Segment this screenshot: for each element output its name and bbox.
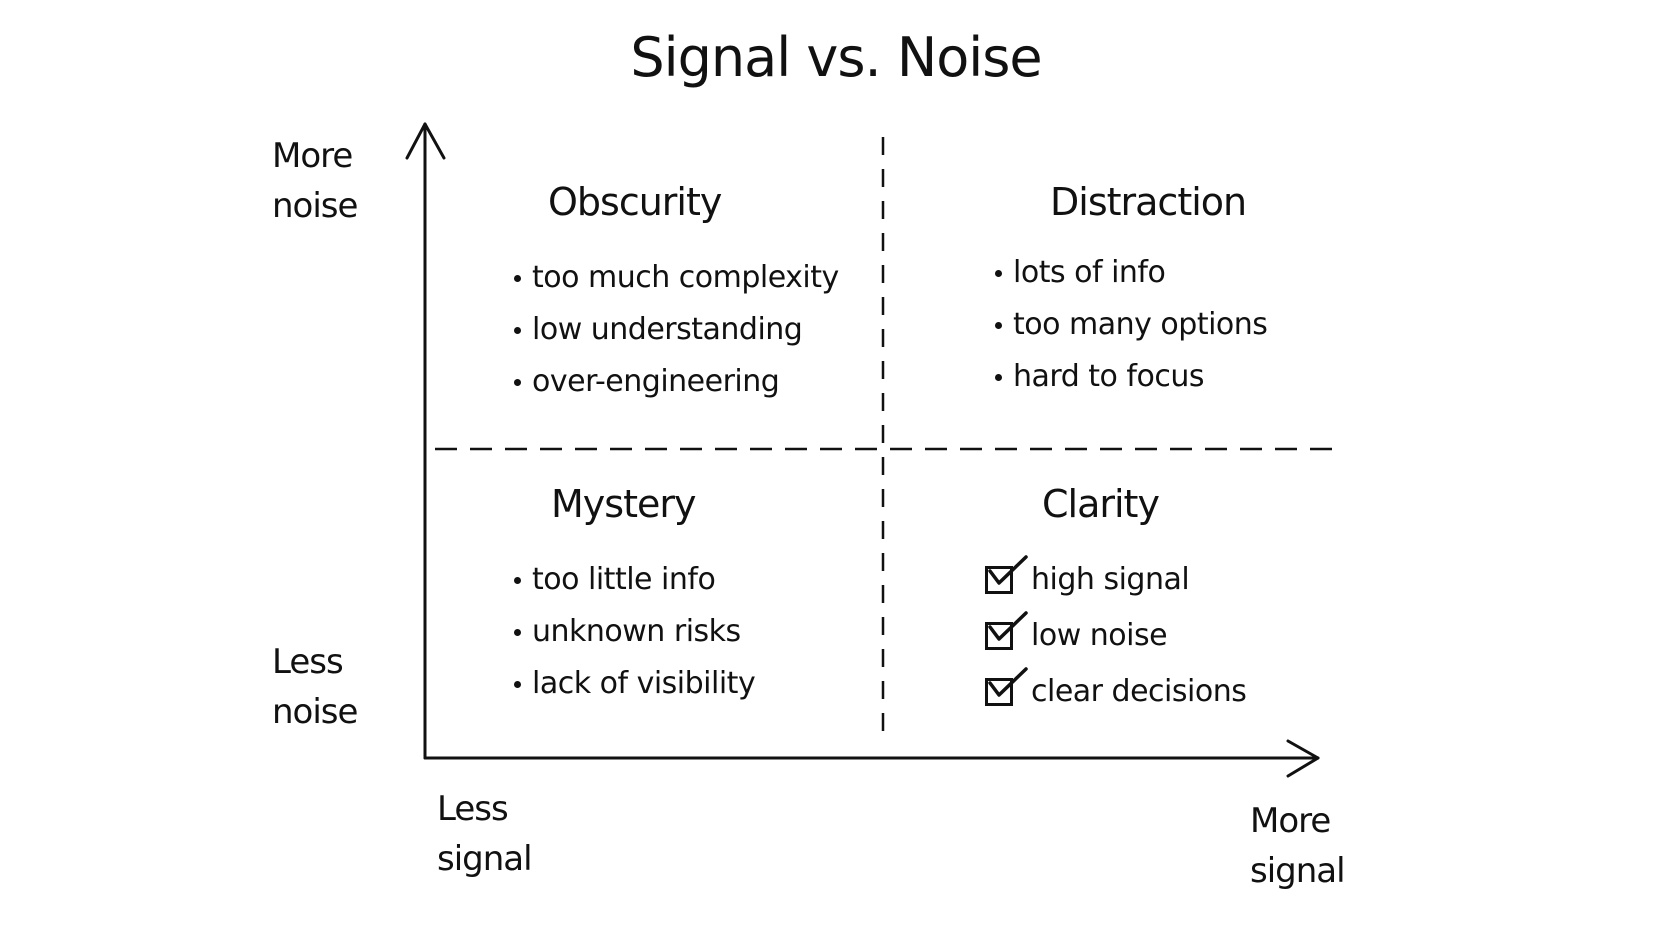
x-axis-left-label: Less signal (437, 784, 533, 884)
y-axis-top-label: More noise (272, 131, 358, 231)
bullet-dot-icon (514, 576, 521, 584)
bullet-dot-icon (514, 326, 521, 334)
x-axis-right-label-line-1: More (1250, 801, 1331, 841)
list-item: unknown risks (514, 606, 755, 658)
x-axis-left-label-line-1: Less (437, 789, 509, 829)
y-axis-top-label-line-2: noise (272, 186, 358, 226)
checklist-item: low noise (985, 608, 1246, 664)
list-item: lots of info (995, 247, 1267, 299)
quadrant-list-mystery: too little info unknown risks lack of vi… (514, 554, 756, 710)
list-item-label: lack of visibility (532, 666, 756, 701)
checkbox-checked-icon (985, 611, 1028, 650)
checklist-item-label: high signal (1031, 562, 1190, 597)
checklist-item-label: clear decisions (1031, 674, 1247, 709)
diagram-title: Signal vs. Noise (630, 26, 1042, 89)
checkmark-icon (988, 555, 1028, 585)
checklist-item-label: low noise (1031, 618, 1168, 653)
list-item: low understanding (514, 304, 839, 356)
list-item: lack of visibility (514, 658, 756, 710)
bullet-dot-icon (995, 321, 1002, 329)
list-item-label: lots of info (1013, 255, 1166, 290)
list-item-label: too many options (1013, 307, 1268, 342)
bullet-dot-icon (514, 274, 521, 282)
quadrant-title-obscurity: Obscurity (548, 180, 722, 224)
list-item: over-engineering (514, 356, 839, 408)
quadrant-title-clarity: Clarity (1042, 482, 1160, 526)
bullet-dot-icon (995, 373, 1002, 381)
y-axis-bottom-label: Less noise (272, 637, 358, 737)
checkbox-checked-icon (985, 667, 1028, 706)
list-item-label: hard to focus (1013, 359, 1205, 394)
y-axis-bottom-label-line-2: noise (272, 692, 358, 732)
list-item: too much complexity (514, 252, 839, 304)
list-item-label: unknown risks (532, 614, 741, 649)
x-axis-left-label-line-2: signal (437, 839, 533, 879)
x-axis-right-label: More signal (1250, 796, 1346, 896)
y-axis-bottom-label-line-1: Less (272, 642, 344, 682)
list-item-label: too much complexity (532, 260, 839, 295)
quadrant-list-clarity: high signal low noise clear decisions (985, 552, 1247, 720)
checkmark-icon (988, 667, 1028, 697)
checkbox-checked-icon (985, 555, 1028, 594)
list-item-label: too little info (532, 562, 716, 597)
x-axis-arrow-icon (1286, 739, 1320, 778)
quadrant-title-distraction: Distraction (1050, 180, 1247, 224)
list-item: hard to focus (995, 351, 1267, 403)
quadrant-list-distraction: lots of info too many options hard to fo… (995, 247, 1268, 403)
quadrant-list-obscurity: too much complexity low understanding ov… (514, 252, 839, 408)
x-axis-right-label-line-2: signal (1250, 851, 1346, 891)
y-axis-arrow-icon (405, 122, 446, 160)
bullet-dot-icon (995, 269, 1002, 277)
list-item: too many options (995, 299, 1268, 351)
y-axis-top-label-line-1: More (272, 136, 353, 176)
quadrant-title-mystery: Mystery (551, 482, 696, 526)
list-item-label: over-engineering (532, 364, 780, 399)
checklist-item: high signal (985, 552, 1246, 608)
list-item: too little info (514, 554, 755, 606)
checkmark-icon (988, 611, 1028, 641)
bullet-dot-icon (514, 628, 521, 636)
list-item-label: low understanding (532, 312, 803, 347)
bullet-dot-icon (514, 680, 521, 688)
bullet-dot-icon (514, 378, 521, 386)
checklist-item: clear decisions (985, 664, 1247, 720)
